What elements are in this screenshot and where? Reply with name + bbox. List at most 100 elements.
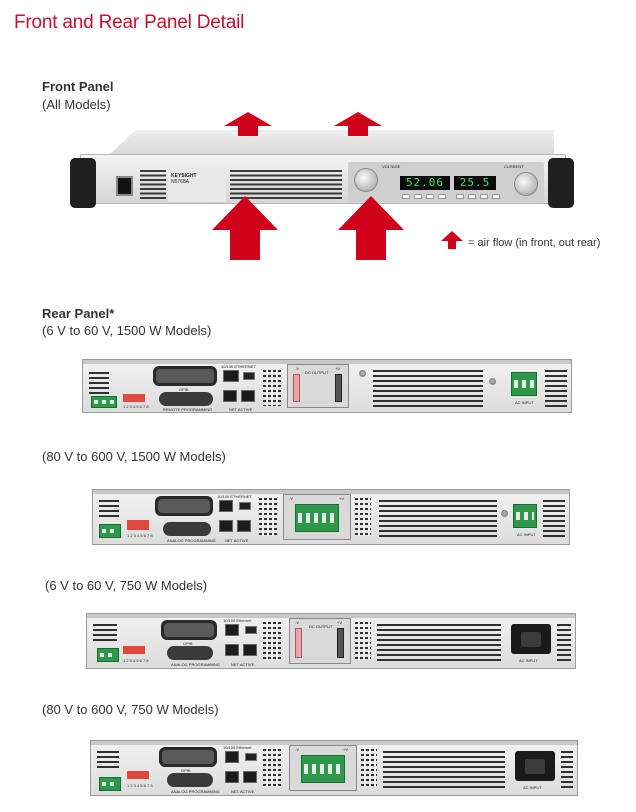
switch-numbers-label: 1 2 3 4 5 6 7 8 xyxy=(123,404,149,409)
minus-label: -V xyxy=(295,366,299,371)
switch-numbers-label: 1 2 3 4 5 6 7 8 xyxy=(123,658,149,663)
rear-vent xyxy=(543,500,565,538)
rear-panel-caption: (80 V to 600 V, 750 W Models) xyxy=(42,702,219,717)
terminal-block xyxy=(99,777,121,791)
dip-switch xyxy=(127,771,149,779)
front-button xyxy=(414,194,422,199)
ground-screw xyxy=(359,370,366,377)
voltage-label: VOLTAGE xyxy=(382,164,401,169)
rear-vent xyxy=(383,751,505,789)
front-button xyxy=(492,194,500,199)
front-button xyxy=(480,194,488,199)
rear-vent xyxy=(89,372,109,394)
usb-port xyxy=(243,372,255,380)
dip-switch xyxy=(123,394,145,402)
ac-input-label: AC INPUT xyxy=(517,532,536,537)
rear-vent xyxy=(93,624,117,644)
rear-panel-heading: Rear Panel* xyxy=(42,306,115,321)
legend-text: = air flow (in front, out rear) xyxy=(468,237,601,249)
rack-handle-right xyxy=(548,158,574,208)
rear-panel-image: 1 2 3 4 5 6 7 8 GPIB ANALOG PROGRAMMING … xyxy=(86,613,576,669)
analog-connector xyxy=(159,392,213,406)
rear-vent xyxy=(379,500,497,538)
dc-output-label: DC OUTPUT xyxy=(309,624,333,629)
minus-label: -V xyxy=(295,747,299,752)
front-button xyxy=(438,194,446,199)
positive-output-post xyxy=(335,374,342,402)
digital-port xyxy=(225,771,239,783)
lan-label: 10/100 ETHERNET xyxy=(221,364,256,369)
gpib-connector xyxy=(153,366,217,386)
ground-screw xyxy=(489,378,496,385)
air-flow-arrow-icon xyxy=(441,231,463,249)
analog-label: ANALOG PROGRAMMING xyxy=(167,538,216,543)
rear-panel-caption: (80 V to 600 V, 1500 W Models) xyxy=(42,449,226,464)
digital-port xyxy=(243,771,257,783)
digital-port xyxy=(237,520,251,532)
usb-port xyxy=(245,626,257,634)
positive-output-post xyxy=(337,628,344,658)
lan-port xyxy=(225,624,239,636)
current-knob-icon xyxy=(514,172,538,196)
digital-port xyxy=(223,390,237,402)
air-flow-arrow-icon xyxy=(224,112,272,136)
usb-port xyxy=(239,502,251,510)
power-switch-icon xyxy=(116,176,133,196)
front-button xyxy=(468,194,476,199)
dc-output-label: DC OUTPUT xyxy=(305,370,329,375)
lan-port xyxy=(219,500,233,512)
brand-logo: KEYSIGHT xyxy=(171,173,197,179)
ac-input-label: AC INPUT xyxy=(523,785,542,790)
plus-label: +V xyxy=(343,747,349,752)
digital-port xyxy=(225,644,239,656)
minus-label: -V xyxy=(295,620,299,625)
net-active-label: NET ACTIVE xyxy=(225,538,249,543)
rear-vent xyxy=(557,624,571,662)
ac-power-socket xyxy=(511,624,551,654)
analog-label: ANALOG PROGRAMMING xyxy=(171,789,220,794)
gpib-label: GPIB xyxy=(183,641,193,646)
rear-panel-caption: (6 V to 60 V, 750 W Models) xyxy=(45,578,208,593)
analog-connector xyxy=(167,646,213,660)
air-flow-arrow-icon xyxy=(212,196,278,260)
plus-label: +V xyxy=(335,366,341,371)
analog-connector xyxy=(167,773,213,787)
rear-panel-image: 1 2 3 4 5 6 7 8 GPIB REMOTE PROGRAMMING … xyxy=(82,359,572,413)
analog-label: REMOTE PROGRAMMING xyxy=(163,407,213,412)
gpib-label: GPIB xyxy=(181,768,191,773)
rear-vent xyxy=(99,500,119,520)
voltage-knob-icon xyxy=(354,168,378,192)
digital-port xyxy=(241,390,255,402)
front-panel-subheading: (All Models) xyxy=(42,97,111,112)
rear-vent xyxy=(545,370,567,408)
ground-screw xyxy=(501,510,508,517)
analog-label: ANALOG PROGRAMMING xyxy=(171,662,220,667)
rear-vent xyxy=(263,749,281,787)
voltage-display: 52.06 xyxy=(400,176,450,190)
front-vent xyxy=(140,170,166,200)
air-flow-arrow-icon xyxy=(334,112,382,136)
front-button xyxy=(426,194,434,199)
rear-vent xyxy=(377,624,501,662)
digital-port xyxy=(243,644,257,656)
lan-port xyxy=(225,751,239,763)
ac-input-label: AC INPUT xyxy=(515,400,534,405)
chassis-top xyxy=(109,130,554,155)
negative-output-post xyxy=(295,628,302,658)
analog-connector xyxy=(163,522,211,536)
digital-port xyxy=(219,520,233,532)
lan-label: 10/100 Ethernet xyxy=(223,618,252,623)
front-panel-image: KEYSIGHT N5768A VOLTAGE 52.06 25.5 CURRE… xyxy=(64,110,584,260)
rear-vent xyxy=(561,751,573,789)
ac-input-label: AC INPUT xyxy=(519,658,538,663)
rear-panel-image: 1 2 3 4 5 6 7 8 ANALOG PROGRAMMING 10/10… xyxy=(92,489,570,545)
front-logo-plate: KEYSIGHT N5768A xyxy=(168,168,226,202)
dip-switch xyxy=(127,520,149,530)
net-active-label: NET ACTIVE xyxy=(229,407,253,412)
rack-handle-left xyxy=(70,158,96,208)
terminal-block xyxy=(99,524,121,538)
ac-input-terminal xyxy=(511,372,537,396)
lan-port xyxy=(223,370,239,382)
net-active-label: NET ACTIVE xyxy=(231,789,255,794)
rear-panel-caption: (6 V to 60 V, 1500 W Models) xyxy=(42,323,212,338)
